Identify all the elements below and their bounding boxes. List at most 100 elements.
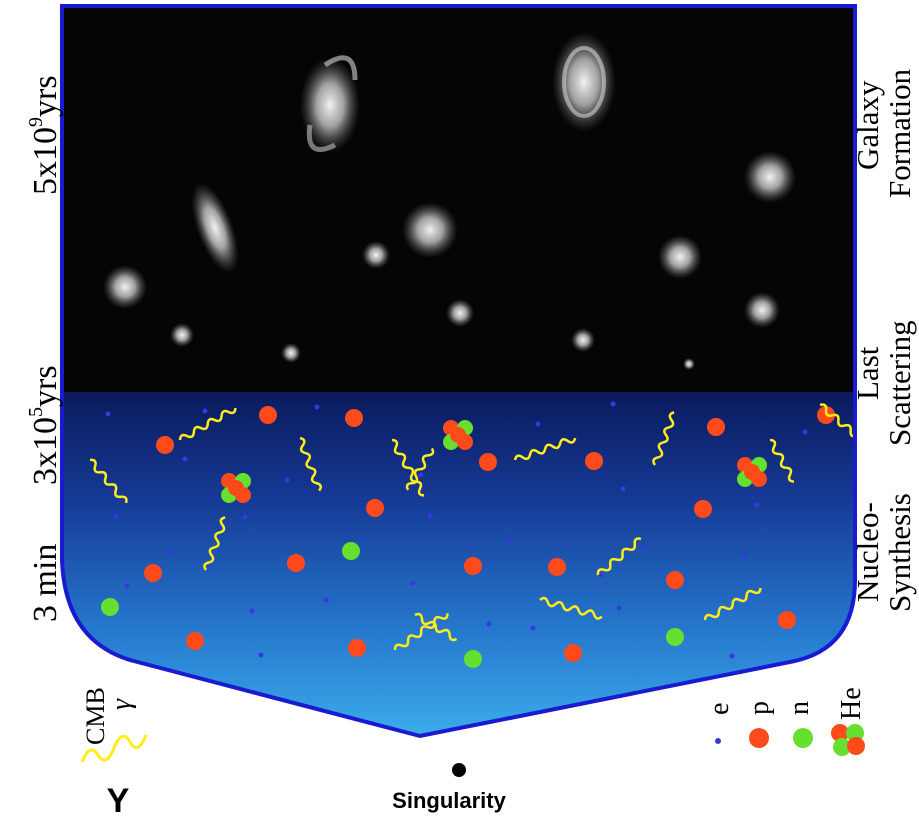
epoch-labels: Galaxy Formation Last Scattering Nucleo-… — [850, 68, 917, 612]
edge-on-galaxy — [191, 182, 239, 274]
small-galaxy — [446, 299, 474, 327]
cmb-photon-wave — [539, 596, 603, 620]
proton-dot — [348, 639, 366, 657]
proton-dot — [479, 453, 497, 471]
proton-dot — [186, 632, 204, 650]
cmb-photon-wave — [652, 411, 675, 466]
legend-symbol-n: n — [784, 701, 815, 715]
cmb-photon-wave — [819, 403, 855, 438]
proton-icon — [749, 728, 769, 748]
electron-icon — [715, 738, 721, 744]
spiral-galaxy — [552, 32, 616, 132]
electron-dot — [620, 486, 626, 492]
epoch-last-scattering-line1: Last — [850, 346, 885, 400]
galaxy-field — [103, 32, 796, 370]
proton-dot — [156, 436, 174, 454]
proton-dot — [564, 644, 582, 662]
cmb-legend: CMB γ — [80, 687, 148, 763]
electron-dot — [535, 421, 541, 427]
electron-dot — [505, 537, 511, 543]
elliptical-galaxy — [744, 151, 796, 203]
electron-dot — [802, 429, 808, 435]
particle-legend: e p n He — [704, 687, 867, 756]
electron-dot — [284, 477, 290, 483]
electron-dot — [314, 404, 320, 410]
elliptical-galaxy — [402, 202, 458, 258]
time-label-3e5: 3x105yrs — [25, 365, 64, 485]
cmb-photon-wave — [414, 612, 458, 642]
cmb-photon-wave — [178, 407, 237, 441]
cmb-photon-wave — [299, 436, 323, 492]
proton-dot — [548, 558, 566, 576]
electron-dot — [418, 472, 424, 478]
electron-dot — [742, 552, 748, 558]
gamma-symbol: γ — [106, 698, 137, 710]
helium-nucleus-dot — [450, 427, 466, 443]
elliptical-galaxy — [658, 235, 702, 279]
proton-dot — [345, 409, 363, 427]
neutron-icon — [793, 728, 813, 748]
spiral-galaxy — [300, 55, 360, 153]
electron-dot — [410, 580, 416, 586]
electron-dot — [616, 605, 622, 611]
epoch-galaxy-formation-line2: Formation — [882, 68, 917, 198]
proton-dot — [694, 500, 712, 518]
legend-symbol-p: p — [744, 701, 775, 715]
singularity-point — [452, 763, 466, 777]
small-galaxy — [571, 328, 595, 352]
cmb-photon-wave — [405, 447, 435, 491]
electron-dot — [167, 550, 173, 556]
small-galaxy — [362, 241, 390, 269]
electron-dot — [642, 544, 648, 550]
primordial-plasma — [89, 401, 855, 668]
small-galaxy — [683, 358, 695, 370]
proton-dot — [585, 452, 603, 470]
electron-dot — [729, 653, 735, 659]
electron-dot — [242, 514, 248, 520]
cmb-photon-wave-icon — [80, 734, 148, 763]
cmb-photon-wave — [89, 458, 128, 504]
legend-symbol-e: e — [704, 703, 735, 715]
electron-dot — [610, 401, 616, 407]
electron-dot — [182, 456, 188, 462]
cosmic-bowl — [62, 6, 855, 736]
helium-nucleus-dot — [744, 464, 760, 480]
epoch-nucleosynthesis-line2: Synthesis — [882, 493, 917, 612]
neutron-dot — [666, 628, 684, 646]
time-axis-labels: 5x109yrs 3x105yrs 3 min — [25, 75, 64, 622]
proton-dot — [778, 611, 796, 629]
epoch-galaxy-formation-line1: Galaxy — [850, 80, 885, 170]
cmb-photon-wave — [391, 438, 425, 497]
singularity-label: Singularity — [392, 788, 506, 813]
proton-dot — [464, 557, 482, 575]
small-galaxy — [744, 292, 780, 328]
elliptical-galaxy — [103, 265, 147, 309]
proton-dot — [144, 564, 162, 582]
small-galaxy — [170, 323, 194, 347]
electron-dot — [249, 608, 255, 614]
cmb-photon-wave — [703, 587, 762, 621]
epoch-nucleosynthesis-line1: Nucleo- — [850, 502, 885, 602]
cmb-photon-wave — [769, 438, 795, 483]
electron-dot — [202, 408, 208, 414]
proton-dot — [259, 406, 277, 424]
cmb-photon-wave — [393, 613, 449, 651]
epoch-last-scattering-line2: Scattering — [882, 320, 917, 446]
electron-dot — [754, 502, 760, 508]
proton-dot — [366, 499, 384, 517]
electron-dot — [105, 411, 111, 417]
cmb-label: CMB — [81, 687, 110, 745]
cmb-photon-wave — [203, 516, 226, 571]
neutron-dot — [101, 598, 119, 616]
helium-nucleus-icon — [831, 724, 865, 756]
electron-dot — [486, 621, 492, 627]
legend-symbol-he: He — [836, 687, 867, 720]
neutron-dot — [342, 542, 360, 560]
electron-dot — [323, 597, 329, 603]
cmb-photon-wave — [513, 437, 577, 461]
time-label-3min: 3 min — [27, 544, 64, 622]
proton-dot — [287, 554, 305, 572]
helium-nucleus-dot — [228, 480, 244, 496]
electron-dot — [124, 583, 130, 589]
